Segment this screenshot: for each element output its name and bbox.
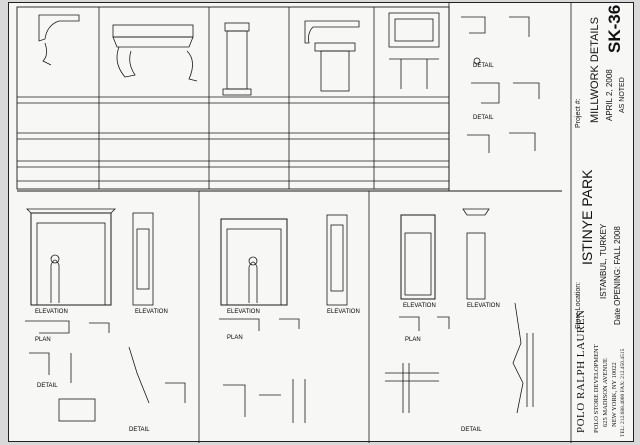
developer-line-3: NEW YORK, NY 10022 — [611, 362, 618, 427]
developer-line-2: 625 MADISON AVENUE — [602, 358, 609, 427]
column-base — [222, 88, 252, 96]
brand-logo: POLO RALPH LAUREN — [575, 309, 587, 433]
frame-crown-1 — [26, 208, 116, 214]
detail-b — [509, 16, 530, 37]
developer-line-4: TEL: 212.688.4000 FAX: 212.450.4515 — [620, 348, 626, 437]
elevation-callout-6: ELEVATION — [467, 303, 500, 309]
plan-1b — [89, 322, 110, 333]
details-lower-a — [29, 346, 150, 404]
details-lower-b — [223, 379, 306, 423]
details-lower-c — [385, 363, 439, 413]
sheet-number: SK-36 — [605, 4, 624, 53]
panel-detail — [388, 12, 440, 48]
sheet-date: APRIL 2, 2008 — [605, 69, 614, 121]
corbel-right — [186, 50, 198, 82]
figure-silhouette-1 — [50, 259, 60, 303]
project-name: ISTINYE PARK — [579, 169, 595, 265]
elevation-callout-3: ELEVATION — [227, 309, 260, 315]
elevation-callout-5: ELEVATION — [403, 303, 436, 309]
cabinet-elevation — [400, 214, 436, 300]
crown-profile-2 — [304, 20, 360, 44]
crown-bracket-1 — [42, 42, 52, 66]
detail-callout-5: DETAIL — [461, 427, 482, 433]
side-panel-2 — [330, 224, 344, 292]
elevation-callout-1: ELEVATION — [35, 309, 68, 315]
figure-head-1 — [50, 254, 60, 264]
crown-molding-elevation — [112, 24, 194, 38]
side-elevation-1 — [132, 212, 154, 306]
detail-a — [461, 16, 486, 34]
detail-callout-4: DETAIL — [473, 115, 494, 121]
plan-callout-3: PLAN — [405, 337, 421, 343]
detail-e — [467, 132, 536, 153]
frame-opening-2 — [226, 228, 282, 306]
detail-grid — [16, 6, 450, 190]
column-cap — [224, 22, 250, 32]
opening-date: Date OPENING: FALL 2008 — [613, 226, 622, 325]
detail-callout-2: DETAIL — [129, 427, 150, 433]
detail-callout-3: DETAIL — [473, 63, 494, 69]
plan-callout-1: PLAN — [35, 337, 51, 343]
plan-3 — [399, 316, 450, 331]
detail-callout-1: DETAIL — [37, 383, 58, 389]
plan-2 — [219, 318, 300, 331]
cabinet-crown — [462, 208, 490, 216]
detail-c — [471, 82, 500, 104]
panel-inset — [394, 18, 434, 42]
cornice-block — [314, 42, 356, 52]
elevation-callout-4: ELEVATION — [327, 309, 360, 315]
cabinet-door — [404, 232, 432, 296]
profile-guides — [526, 333, 534, 407]
cabinet-side — [466, 232, 486, 300]
crown-dentil-band — [112, 36, 194, 48]
store-location: ISTANBUL, TURKEY — [599, 223, 608, 299]
millwork-drawing — [16, 3, 572, 443]
project-label: Project #: — [575, 98, 582, 128]
profile-section-tall — [512, 302, 524, 414]
developer-line-1: POLO STORE DEVELOPMENT — [593, 344, 600, 433]
drawing-sheet: ELEVATION ELEVATION PLAN ELEVATION ELEVA… — [8, 2, 634, 443]
crown-profile-1 — [38, 14, 80, 42]
detail-lower-a2 — [165, 382, 186, 403]
figure-head-2 — [248, 256, 258, 266]
detail-d — [513, 82, 540, 99]
elevation-callout-2: ELEVATION — [135, 309, 168, 315]
detail-box-a — [58, 398, 96, 422]
figure-silhouette-2 — [248, 261, 258, 303]
sheet-title: MILLWORK DETAILS — [589, 17, 601, 123]
side-panel-1 — [136, 228, 150, 290]
frame-opening-1 — [36, 222, 106, 306]
side-elevation-2 — [326, 214, 348, 306]
pilaster — [320, 50, 350, 92]
corbel-left — [116, 46, 136, 78]
plan-callout-2: PLAN — [227, 335, 243, 341]
plan-1 — [25, 320, 70, 334]
column-shaft — [226, 30, 248, 90]
panel-section — [389, 58, 439, 89]
detail-marker-1 — [473, 57, 481, 65]
frame-elevation-1 — [30, 212, 112, 306]
sheet-scale: AS NOTED — [619, 77, 626, 113]
